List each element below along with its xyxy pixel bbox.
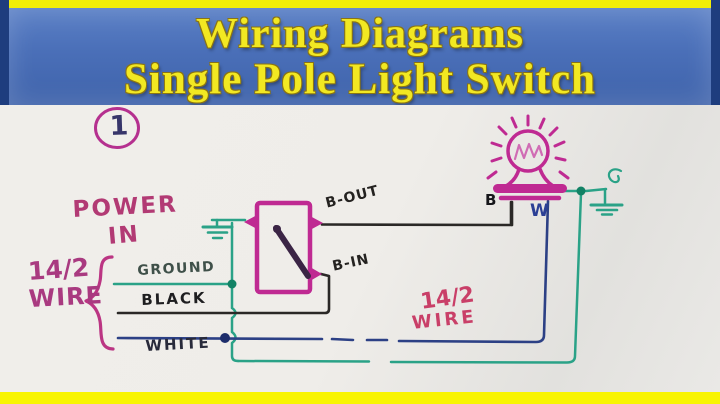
- bulb-filament: [513, 142, 544, 161]
- banner-title-line1: Wiring Diagrams: [195, 10, 525, 57]
- cable-left-label-1: 14/2: [27, 252, 91, 286]
- white-wire-junction-dot: [220, 333, 230, 343]
- step-number: 1: [109, 110, 129, 142]
- left-navy-border: [0, 0, 9, 106]
- right-navy-border: [711, 0, 720, 106]
- switch-terminal-b-out: [310, 216, 323, 230]
- black-wire: [116, 200, 514, 315]
- ground-symbol-right-icon: [589, 168, 624, 216]
- power-in-label-1: POWER: [72, 191, 179, 223]
- bottom-yellow-strip: [0, 392, 720, 404]
- black-wire-label: BLACK: [141, 288, 207, 309]
- ground-junction-dot: [227, 279, 237, 289]
- title-banner: Wiring Diagrams Single Pole Light Switch: [9, 8, 711, 108]
- black-wire-b-in: [116, 272, 331, 315]
- light-bulb-icon: [486, 114, 570, 201]
- bulb-w-label: W: [530, 201, 549, 221]
- whiteboard: [0, 105, 720, 392]
- switch-lever: [273, 225, 311, 279]
- step-circle-icon: [94, 107, 140, 149]
- cable-left-label-2: WIRE: [28, 281, 104, 313]
- bulb-b-label: B: [485, 191, 497, 209]
- ground-symbol-left-icon: [201, 225, 234, 240]
- power-in-label-2: IN: [107, 221, 141, 250]
- white-wire: [116, 199, 550, 344]
- switch-terminal-ground: [244, 215, 257, 229]
- banner-title-line2: Single Pole Light Switch: [124, 55, 596, 103]
- top-yellow-strip: [9, 0, 711, 8]
- bulb-ground-junction-dot: [576, 186, 586, 196]
- curly-brace-icon: [84, 255, 115, 351]
- bulb-rays: [486, 114, 570, 180]
- white-wire-label: WHITE: [145, 333, 212, 355]
- switch-box-icon: [244, 200, 323, 295]
- switch-terminal-b-in: [310, 267, 322, 281]
